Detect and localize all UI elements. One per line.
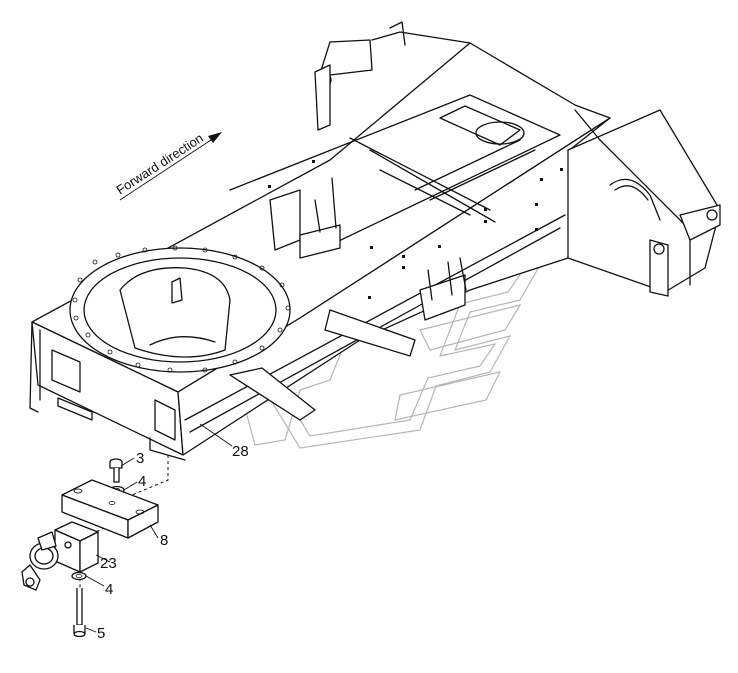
callout-4-bottom: 4: [105, 581, 113, 598]
forward-direction-line: [119, 137, 215, 201]
callout-labels: 28 3 4 8 23 4 5: [97, 443, 249, 642]
solenoid-valve: [21, 521, 99, 591]
exploded-parts: [21, 455, 169, 638]
leader-lines: [85, 423, 233, 633]
bolt-bottom: [73, 588, 86, 638]
washer-bottom: [71, 571, 87, 581]
forward-direction-arrowhead: [208, 132, 222, 143]
callout-28: 28: [232, 443, 249, 460]
bolt-top: [109, 458, 123, 483]
ring-bolt-holes: [72, 245, 291, 373]
callout-8: 8: [160, 532, 168, 549]
mounting-block: [61, 479, 159, 539]
forward-direction-indicator: Forward direction: [113, 130, 222, 201]
forward-direction-label: Forward direction: [113, 130, 205, 197]
frame-bolt-dots: [268, 160, 563, 299]
callout-23: 23: [100, 555, 117, 572]
main-frame: [29, 21, 721, 461]
callout-5: 5: [97, 625, 105, 642]
callout-4-top: 4: [138, 473, 146, 490]
callout-3: 3: [136, 450, 144, 467]
